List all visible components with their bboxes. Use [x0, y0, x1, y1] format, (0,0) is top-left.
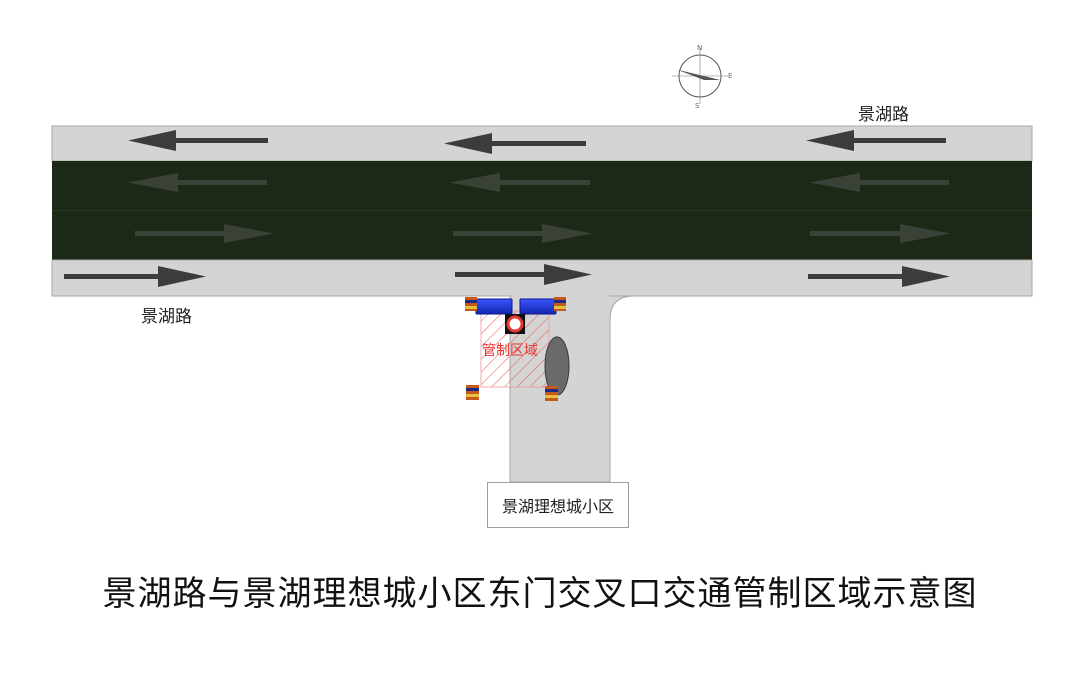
control-zone-label: 管制区域	[482, 343, 538, 359]
arrow-left-icon	[128, 130, 268, 151]
arrow-left-icon	[128, 173, 267, 192]
no-entry-sign-icon	[505, 314, 525, 334]
barrier-icon	[475, 298, 513, 315]
arrows-bottom-sidewalk	[64, 264, 950, 287]
lane-westbound	[52, 161, 1032, 211]
arrow-right-icon	[455, 264, 592, 285]
arrow-right-icon	[810, 224, 950, 243]
diagram-caption: 景湖路与景湖理想城小区东门交叉口交通管制区域示意图	[102, 574, 978, 614]
arrow-right-icon	[453, 224, 592, 243]
community-label: 景湖理想城小区	[501, 497, 614, 516]
warning-drum-icon	[466, 385, 479, 400]
arrow-left-icon	[444, 133, 586, 154]
compass-south-label: S	[695, 102, 700, 110]
arrow-left-icon	[806, 130, 946, 151]
arrows-westbound-lane	[128, 173, 949, 192]
road-label-top: 景湖路	[858, 105, 909, 125]
arrow-left-icon	[450, 173, 590, 192]
warning-drum-icon	[545, 386, 558, 401]
community-label-box: 景湖理想城小区	[487, 482, 629, 528]
arrow-right-icon	[135, 224, 274, 243]
barrier-icon	[519, 298, 557, 315]
arrow-right-icon	[808, 266, 950, 287]
arrows-top-sidewalk	[128, 130, 946, 154]
warning-drum-icon	[554, 297, 566, 311]
arrows-eastbound-lane	[135, 224, 950, 243]
warning-drum-icon	[465, 297, 477, 311]
compass-north-label: N	[697, 44, 703, 52]
compass-icon	[672, 48, 728, 104]
arrow-right-icon	[64, 266, 206, 287]
road-label-bottom: 景湖路	[141, 307, 192, 327]
compass-east-label: E	[728, 72, 733, 80]
control-zone-area	[480, 310, 550, 388]
arrow-left-icon	[810, 173, 949, 192]
